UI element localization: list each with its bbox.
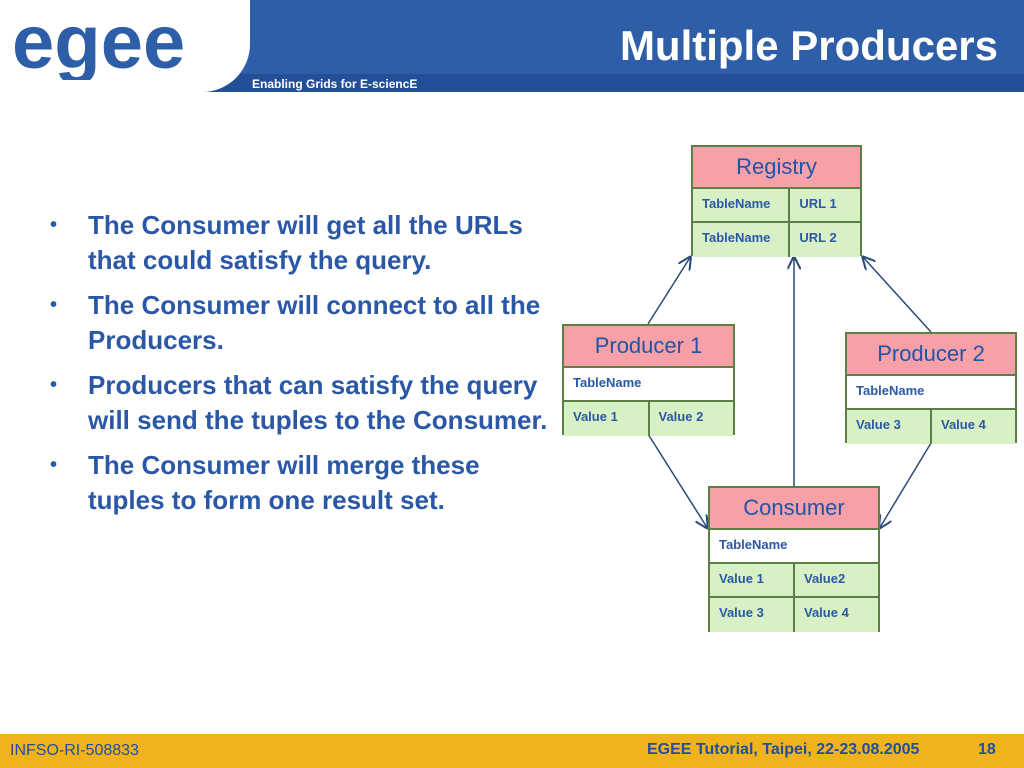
bullet-dot-icon: • — [50, 294, 58, 316]
table-row: TableName URL 2 — [693, 223, 860, 257]
page-title: Multiple Producers — [619, 22, 998, 69]
producer1-title: Producer 1 — [564, 326, 733, 368]
egee-logo-icon: egee — [12, 10, 185, 80]
table-row: TableName — [564, 368, 733, 402]
registry-title: Registry — [693, 147, 860, 189]
producer2-title: Producer 2 — [847, 334, 1015, 376]
table-row: Value 1 Value 2 — [564, 402, 733, 436]
page-number: 18 — [978, 741, 996, 758]
footer-bar — [0, 734, 1024, 768]
bullet-text: The Consumer will connect to all the Pro… — [88, 290, 541, 355]
bullet-dot-icon: • — [50, 374, 58, 396]
table-cell: URL 2 — [788, 223, 860, 257]
arrow-producer1-registry — [647, 256, 691, 325]
table-row: TableName — [710, 530, 878, 564]
logo-panel: egee — [0, 0, 250, 92]
table-cell: TableName — [847, 376, 1015, 408]
tagline-strip — [0, 74, 1024, 92]
arrow-producer1-consumer — [647, 433, 708, 529]
table-row: Value 1 Value2 — [710, 564, 878, 598]
table-cell: Value 3 — [847, 410, 930, 444]
table-row: Value 3 Value 4 — [847, 410, 1015, 444]
table-row: Value 3 Value 4 — [710, 598, 878, 632]
table-cell: TableName — [693, 223, 789, 257]
bullet-dot-icon: • — [50, 454, 58, 476]
table-cell: TableName — [693, 189, 789, 221]
bullet-item: • The Consumer will merge these tuples to… — [50, 448, 555, 518]
table-cell: Value 4 — [930, 410, 1015, 444]
registry-box: Registry TableName URL 1 TableName URL 2 — [691, 145, 862, 257]
table-cell: Value 1 — [564, 402, 648, 436]
arrow-producer2-registry — [862, 256, 932, 333]
table-cell: Value2 — [793, 564, 878, 596]
table-cell: Value 3 — [710, 598, 793, 632]
bullet-text: Producers that can satisfy the query wil… — [88, 370, 548, 435]
footer-project-code: INFSO-RI-508833 — [10, 742, 139, 759]
table-cell: TableName — [710, 530, 878, 562]
table-cell: Value 2 — [647, 402, 733, 436]
bullet-dot-icon: • — [50, 214, 58, 236]
footer-event: EGEE Tutorial, Taipei, 22-23.08.2005 — [647, 741, 920, 758]
bullet-list: • The Consumer will get all the URLs that… — [50, 208, 555, 528]
table-cell: Value 1 — [710, 564, 793, 596]
tagline: Enabling Grids for E-sciencE — [252, 77, 418, 91]
producer1-box: Producer 1 TableName Value 1 Value 2 — [562, 324, 735, 436]
arrow-producer2-consumer — [879, 442, 932, 529]
table-row: TableName URL 1 — [693, 189, 860, 223]
table-row: TableName — [847, 376, 1015, 410]
bullet-item: • The Consumer will connect to all the Pr… — [50, 288, 555, 358]
consumer-title: Consumer — [710, 488, 878, 530]
table-cell: Value 4 — [793, 598, 878, 632]
producer2-box: Producer 2 TableName Value 3 Value 4 — [845, 332, 1017, 444]
logo-letters: egee — [12, 10, 185, 80]
table-cell: URL 1 — [788, 189, 860, 221]
bullet-item: • The Consumer will get all the URLs that… — [50, 208, 555, 278]
bullet-text: The Consumer will get all the URLs that … — [88, 210, 523, 275]
bullet-item: • Producers that can satisfy the query wi… — [50, 368, 555, 438]
table-cell: TableName — [564, 368, 733, 400]
bullet-text: The Consumer will merge these tuples to … — [88, 450, 480, 515]
consumer-box: Consumer TableName Value 1 Value2 Value … — [708, 486, 880, 632]
